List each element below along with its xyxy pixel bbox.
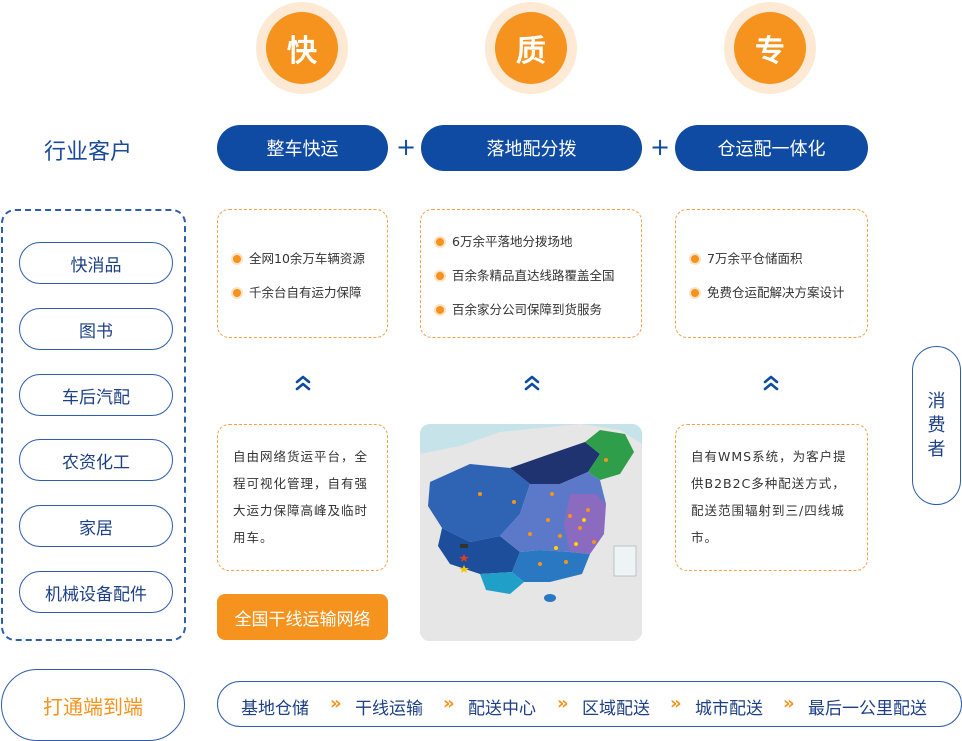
feature-box-warehouse: 7万余平仓储面积 免费仓运配解决方案设计 [675,209,868,338]
industry-furniture[interactable]: 家居 [19,505,173,547]
description-box-wms: 自有WMS系统，为客户提供B2B2C多种配送方式，配送范围辐射到三/四线城市。 [675,424,868,571]
industry-agrochemical[interactable]: 农资化工 [19,439,173,481]
feature-item: 免费仓运配解决方案设计 [691,285,845,301]
feature-item: 百余家分公司保障到货服务 [436,302,615,318]
chevron-up-icon [763,375,779,391]
double-chevron-right-icon: » [330,693,342,714]
consumer-label: 消 费 者 [912,346,961,505]
logistics-chain: 基地仓储 » 干线运输 » 配送中心 » 区域配送 » 城市配送 » 最后一公里… [217,681,962,727]
feature-item: 7万余平仓储面积 [691,251,845,267]
chain-step-regional-delivery: 区域配送 [582,699,650,719]
badge-quality: 质 [485,2,577,94]
industry-machinery-parts[interactable]: 机械设备配件 [19,571,173,613]
feature-box-distribution: 6万余平落地分拨场地 百余条精品直达线路覆盖全国 百余家分公司保障到货服务 [420,209,642,338]
badge-professional: 专 [724,2,816,94]
feature-item: 千余台自有运力保障 [233,285,365,301]
feature-item: 6万余平落地分拨场地 [436,234,615,250]
double-chevron-right-icon: » [783,693,795,714]
consumer-char: 者 [927,438,946,460]
industry-auto-parts[interactable]: 车后汽配 [19,374,173,416]
feature-item: 百余条精品直达线路覆盖全国 [436,268,615,284]
double-chevron-right-icon: » [670,693,682,714]
service-warehouse-integration[interactable]: 仓运配一体化 [675,125,868,171]
description-box-platform: 自由网络货运平台，全程可视化管理，自有强大运力保障高峰及临时用车。 [217,424,388,571]
chain-step-base-warehouse: 基地仓储 [241,699,309,719]
industry-customers-title: 行业客户 [44,140,133,165]
chain-step-last-mile: 最后一公里配送 [808,699,927,719]
end-to-end-label: 打通端到端 [1,669,185,741]
badge-fast: 快 [256,2,348,94]
consumer-char: 消 [927,390,946,412]
industry-fmcg[interactable]: 快消品 [19,242,173,284]
national-network-button[interactable]: 全国干线运输网络 [217,594,388,640]
service-full-truckload[interactable]: 整车快运 [217,125,388,171]
chain-step-trunk-transport: 干线运输 [355,699,423,719]
china-network-map [420,424,642,641]
double-chevron-right-icon: » [557,693,569,714]
chain-step-city-delivery: 城市配送 [695,699,763,719]
chevron-up-icon [295,375,311,391]
service-last-mile-distribution[interactable]: 落地配分拨 [421,125,642,171]
badge-quality-label: 质 [495,12,567,84]
badge-fast-label: 快 [266,12,338,84]
double-chevron-right-icon: » [443,693,455,714]
industry-list: 快消品 图书 车后汽配 农资化工 家居 机械设备配件 [1,209,186,641]
industry-books[interactable]: 图书 [19,308,173,350]
chevron-up-icon [524,375,540,391]
platform-description: 自由网络货运平台，全程可视化管理，自有强大运力保障高峰及临时用车。 [233,449,369,545]
chain-step-distribution-center: 配送中心 [468,699,536,719]
plus-sign: + [396,133,417,161]
consumer-char: 费 [927,414,946,436]
wms-description: 自有WMS系统，为客户提供B2B2C多种配送方式，配送范围辐射到三/四线城市。 [691,449,847,545]
feature-box-truckload: 全网10余万车辆资源 千余台自有运力保障 [217,209,388,338]
feature-item: 全网10余万车辆资源 [233,251,365,267]
badge-professional-label: 专 [734,12,806,84]
plus-sign: + [650,133,671,161]
